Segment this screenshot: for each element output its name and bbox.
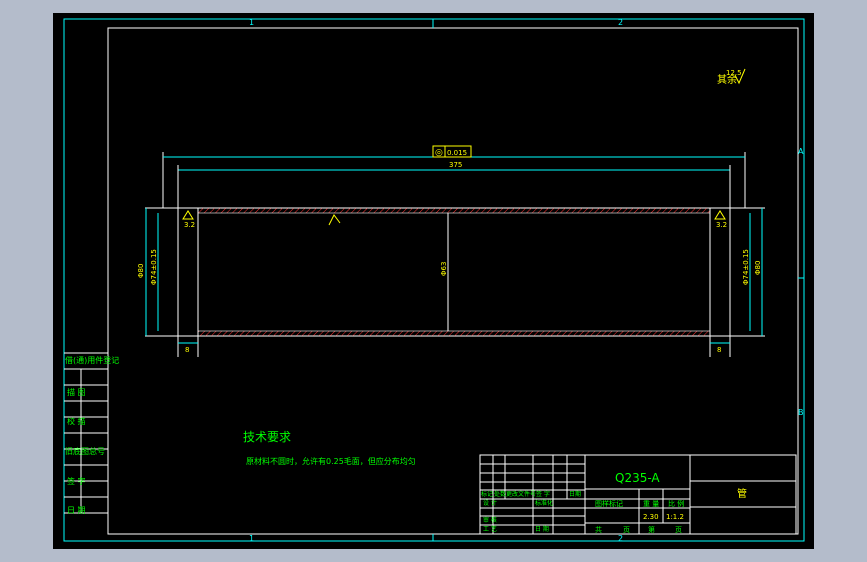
row-label-date: 日 期 <box>535 525 549 533</box>
zone-letter-b: B <box>798 408 804 417</box>
dim-bore-left: Φ74±0.15 <box>150 249 158 285</box>
zone-letter-a: A <box>798 147 804 156</box>
zone-number-bottom-1: 1 <box>249 534 254 543</box>
tech-requirements-text: 原材料不圆时，允许有0.25毛面，但应分布均匀 <box>246 456 416 466</box>
left-strip-5: 签 字 <box>67 476 86 486</box>
row-label-standard: 标准化 <box>535 499 553 507</box>
outer-frame <box>63 18 805 542</box>
title-weight: 2.30 <box>643 513 659 521</box>
zone-number-bottom-2: 2 <box>618 534 623 543</box>
row-label-review: 审 核 <box>483 516 497 524</box>
technical-drawing: 1 2 1 2 A B 12.5 其余 ◎ 0.015 375 3.2 3.2 … <box>63 18 805 543</box>
title-scale: 1:1.2 <box>666 513 684 521</box>
inner-frame <box>107 27 799 535</box>
rev-header-5: 日期 <box>569 490 581 498</box>
dim-overall-length: 375 <box>449 161 462 169</box>
left-strip-4: 旧底图总号 <box>65 446 105 456</box>
stage-header-mark: 图样标记 <box>595 499 623 508</box>
rev-header-4: 签 字 <box>536 490 550 498</box>
dim-bottom-right: 8 <box>717 346 721 354</box>
roughness-symbol-icon <box>734 68 746 85</box>
rev-header-2: 处数 <box>494 490 506 498</box>
zone-number-top-1: 1 <box>249 18 254 27</box>
title-material: Q235-A <box>615 471 660 485</box>
row-label-design: 设 计 <box>483 499 497 507</box>
hatch-top <box>197 207 711 214</box>
title-part-name: 管 <box>737 487 747 500</box>
sheet-count-total-label: 共 <box>595 525 602 534</box>
part-outline <box>177 207 731 337</box>
zone-number-top-2: 2 <box>618 18 623 27</box>
dim-bottom-left: 8 <box>185 346 189 354</box>
tolerance-symbol: ◎ <box>435 148 443 158</box>
left-strip-2: 描 图 <box>67 387 86 397</box>
left-strip-1: 借(通)用件登记 <box>65 355 119 365</box>
tolerance-value: 0.015 <box>447 149 467 157</box>
sheet-count-page-label-1: 页 <box>623 526 630 534</box>
roughness-mark-left-icon <box>182 210 194 220</box>
dim-center-vertical: Φ63 <box>440 262 448 276</box>
left-strip-3: 校 描 <box>67 416 86 426</box>
dim-outer-dia-left: Φ80 <box>137 264 145 278</box>
rev-header-1: 标记 <box>481 490 493 498</box>
stage-header-scale: 比 例 <box>668 499 684 508</box>
cad-viewport[interactable]: 1 2 1 2 A B 12.5 其余 ◎ 0.015 375 3.2 3.2 … <box>53 13 814 549</box>
roughness-label: 其余 <box>717 73 737 86</box>
hatch-bottom <box>197 330 711 337</box>
left-strip-6: 日 期 <box>67 506 86 515</box>
dim-bore-right: Φ74±0.15 <box>742 249 750 285</box>
stage-header-weight: 重 量 <box>643 500 659 508</box>
tolerance-frame <box>432 145 472 158</box>
roughness-mark-center-icon <box>328 214 341 226</box>
dim-outer-dia-right: Φ80 <box>754 261 762 275</box>
tech-requirements-title: 技术要求 <box>243 430 291 444</box>
title-block <box>479 454 797 535</box>
roughness-symbol-value: 12.5 <box>726 69 742 77</box>
dim-roughness-right: 3.2 <box>716 221 727 229</box>
rev-header-3: 更改文件号 <box>506 490 536 498</box>
dim-roughness-left: 3.2 <box>184 221 195 229</box>
sheet-count-page-label-2: 页 <box>675 526 682 534</box>
row-label-process: 工 艺 <box>483 525 497 533</box>
roughness-mark-right-icon <box>714 210 726 220</box>
sheet-count-index-label: 第 <box>648 525 655 534</box>
